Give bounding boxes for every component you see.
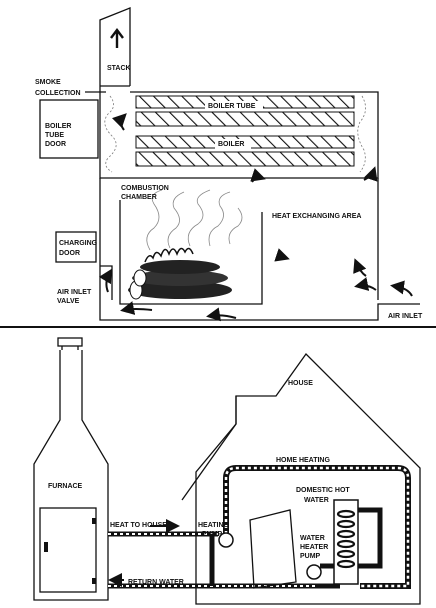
label-boiler-tube-door-3: DOOR (45, 141, 66, 148)
label-boiler-tube-door-2: TUBE (45, 132, 64, 139)
smoke-arrow (121, 116, 124, 130)
label-domestic-hot-water-2: WATER (304, 497, 329, 504)
label-air-inlet: AIR INLET (388, 313, 423, 320)
label-home-heating: HOME HEATING (276, 457, 330, 464)
label-boiler: BOILER (218, 141, 244, 148)
smoke (147, 190, 242, 250)
label-water-heater-pump-3: PUMP (300, 553, 321, 560)
house (182, 354, 420, 604)
house-heating-system: HOUSE FURNACE HOME HEATING DOMESTIC HOT … (34, 338, 420, 604)
furnace-door (40, 508, 96, 592)
stack (100, 8, 130, 86)
domestic-water-tank (250, 510, 296, 588)
label-water-heater-pump-2: HEATER (300, 544, 328, 551)
label-combustion-chamber-1: COMBUSTION (121, 185, 169, 192)
label-return-water: RETURN WATER (128, 579, 184, 586)
fire-logs (128, 248, 232, 299)
label-heat-to-house: HEAT TO HOUSE (110, 522, 167, 529)
label-charging-door-1: CHARGING (59, 240, 98, 247)
label-furnace: FURNACE (48, 483, 83, 490)
water-heater-pump (307, 565, 321, 579)
label-water-heater-pump-1: WATER (300, 535, 325, 542)
label-heating-pump-1: HEATING (198, 522, 230, 529)
label-heat-exchanging-area: HEAT EXCHANGING AREA (272, 213, 361, 220)
label-heating-pump-2: PUMP (202, 531, 223, 538)
label-combustion-chamber-2: CHAMBER (121, 194, 157, 201)
furnace-cutaway: STACK SMOKE COLLECTION BOILER TUBE DOOR … (35, 8, 423, 320)
label-charging-door-2: DOOR (59, 250, 80, 257)
label-smoke-collection-1: SMOKE (35, 79, 61, 86)
label-boiler-tube-door-1: BOILER (45, 123, 71, 130)
label-boiler-tube: BOILER TUBE (208, 103, 256, 110)
label-air-inlet-valve-2: VALVE (57, 298, 80, 305)
stack-arrow (111, 30, 123, 48)
label-stack: STACK (107, 65, 131, 72)
charging-door (56, 232, 96, 262)
label-air-inlet-valve-1: AIR INLET (57, 289, 92, 296)
furnace (34, 338, 108, 600)
label-smoke-collection-2: COLLECTION (35, 90, 81, 97)
label-domestic-hot-water-1: DOMESTIC HOT (296, 487, 350, 494)
label-house: HOUSE (288, 380, 313, 387)
